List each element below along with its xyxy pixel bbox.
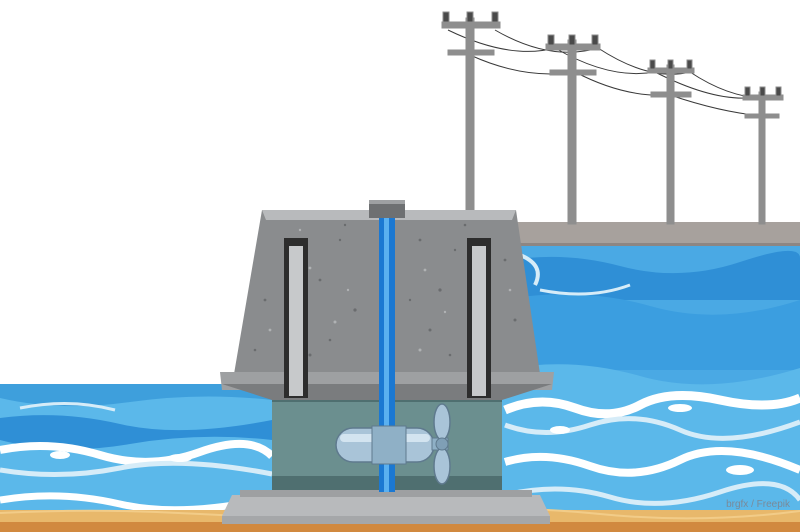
dam-footing-top bbox=[240, 490, 532, 497]
turbine-blade bbox=[433, 403, 451, 441]
seawall bbox=[500, 222, 800, 246]
power-pole bbox=[742, 86, 784, 225]
dam-footing-front bbox=[222, 516, 550, 524]
seawall-shadow bbox=[500, 243, 800, 247]
power-pole bbox=[647, 59, 695, 225]
turbine bbox=[335, 403, 451, 485]
sea-right bbox=[500, 246, 800, 516]
turbine-blade bbox=[433, 447, 451, 485]
dam-footing bbox=[222, 495, 550, 516]
wire bbox=[654, 71, 749, 99]
sea-left bbox=[0, 384, 275, 516]
tidal-dam bbox=[220, 200, 554, 524]
wire bbox=[597, 47, 691, 75]
wire bbox=[554, 47, 656, 75]
shaft-cap bbox=[369, 200, 405, 218]
power-pole bbox=[545, 34, 601, 225]
image-credit: brgfx / Freepik bbox=[726, 499, 790, 510]
